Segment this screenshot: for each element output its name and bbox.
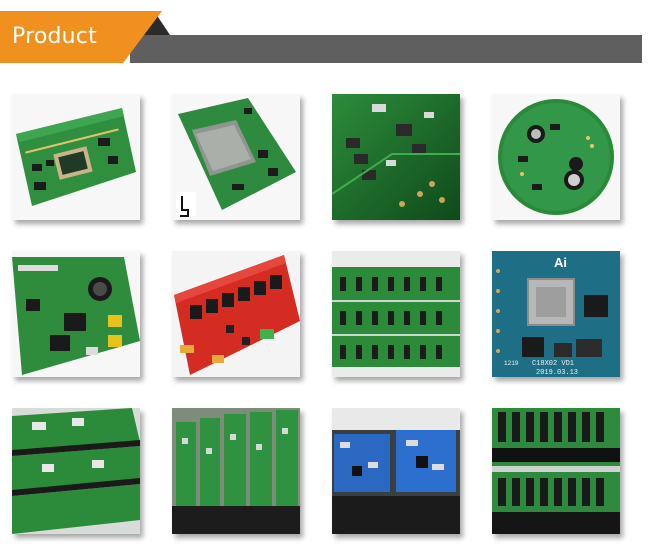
smd-closeup-photo bbox=[332, 94, 460, 220]
section-title: Product bbox=[12, 24, 97, 49]
product-tile-power-board[interactable] bbox=[12, 251, 140, 377]
pcb-rack-photo bbox=[172, 408, 300, 534]
product-tile-terminal-boards[interactable] bbox=[492, 408, 620, 534]
chip-marking-1: C18X02 VD1 bbox=[532, 360, 574, 368]
product-tile-round-board[interactable] bbox=[492, 94, 620, 220]
chip-marking-2: 2019.03.13 bbox=[536, 369, 578, 377]
product-tile-chip-module[interactable]: Ai C18X02 VD1 2019.03.13 1219 bbox=[492, 251, 620, 377]
chip-corner-label: 1219 bbox=[504, 360, 519, 367]
chip-logo: Ai bbox=[554, 255, 567, 270]
pcb-panel-photo bbox=[332, 251, 460, 377]
red-relay-pcb-photo bbox=[172, 251, 300, 377]
power-pcb-photo bbox=[12, 251, 140, 377]
product-tile-rack-stack[interactable] bbox=[12, 408, 140, 534]
product-tile-panel-array[interactable] bbox=[332, 251, 460, 377]
product-tile-relay-board[interactable] bbox=[172, 251, 300, 377]
product-tile-controller-board[interactable] bbox=[12, 94, 140, 220]
header-bar bbox=[130, 35, 642, 63]
product-tile-closeup[interactable] bbox=[332, 94, 460, 220]
section-header: Product bbox=[0, 0, 650, 70]
terminal-pcb-photo bbox=[492, 408, 620, 534]
chip-module-photo: Ai C18X02 VD1 2019.03.13 1219 bbox=[492, 251, 620, 377]
blue-module-photo bbox=[332, 408, 460, 534]
green-pcb-photo bbox=[12, 94, 140, 220]
product-tile-blue-modules[interactable] bbox=[332, 408, 460, 534]
round-pcb-photo bbox=[492, 94, 620, 220]
lcd-pcb-photo bbox=[172, 94, 300, 220]
product-tile-rack-green[interactable] bbox=[172, 408, 300, 534]
pcb-rack-photo bbox=[12, 408, 140, 534]
product-tile-lcd-board[interactable] bbox=[172, 94, 300, 220]
